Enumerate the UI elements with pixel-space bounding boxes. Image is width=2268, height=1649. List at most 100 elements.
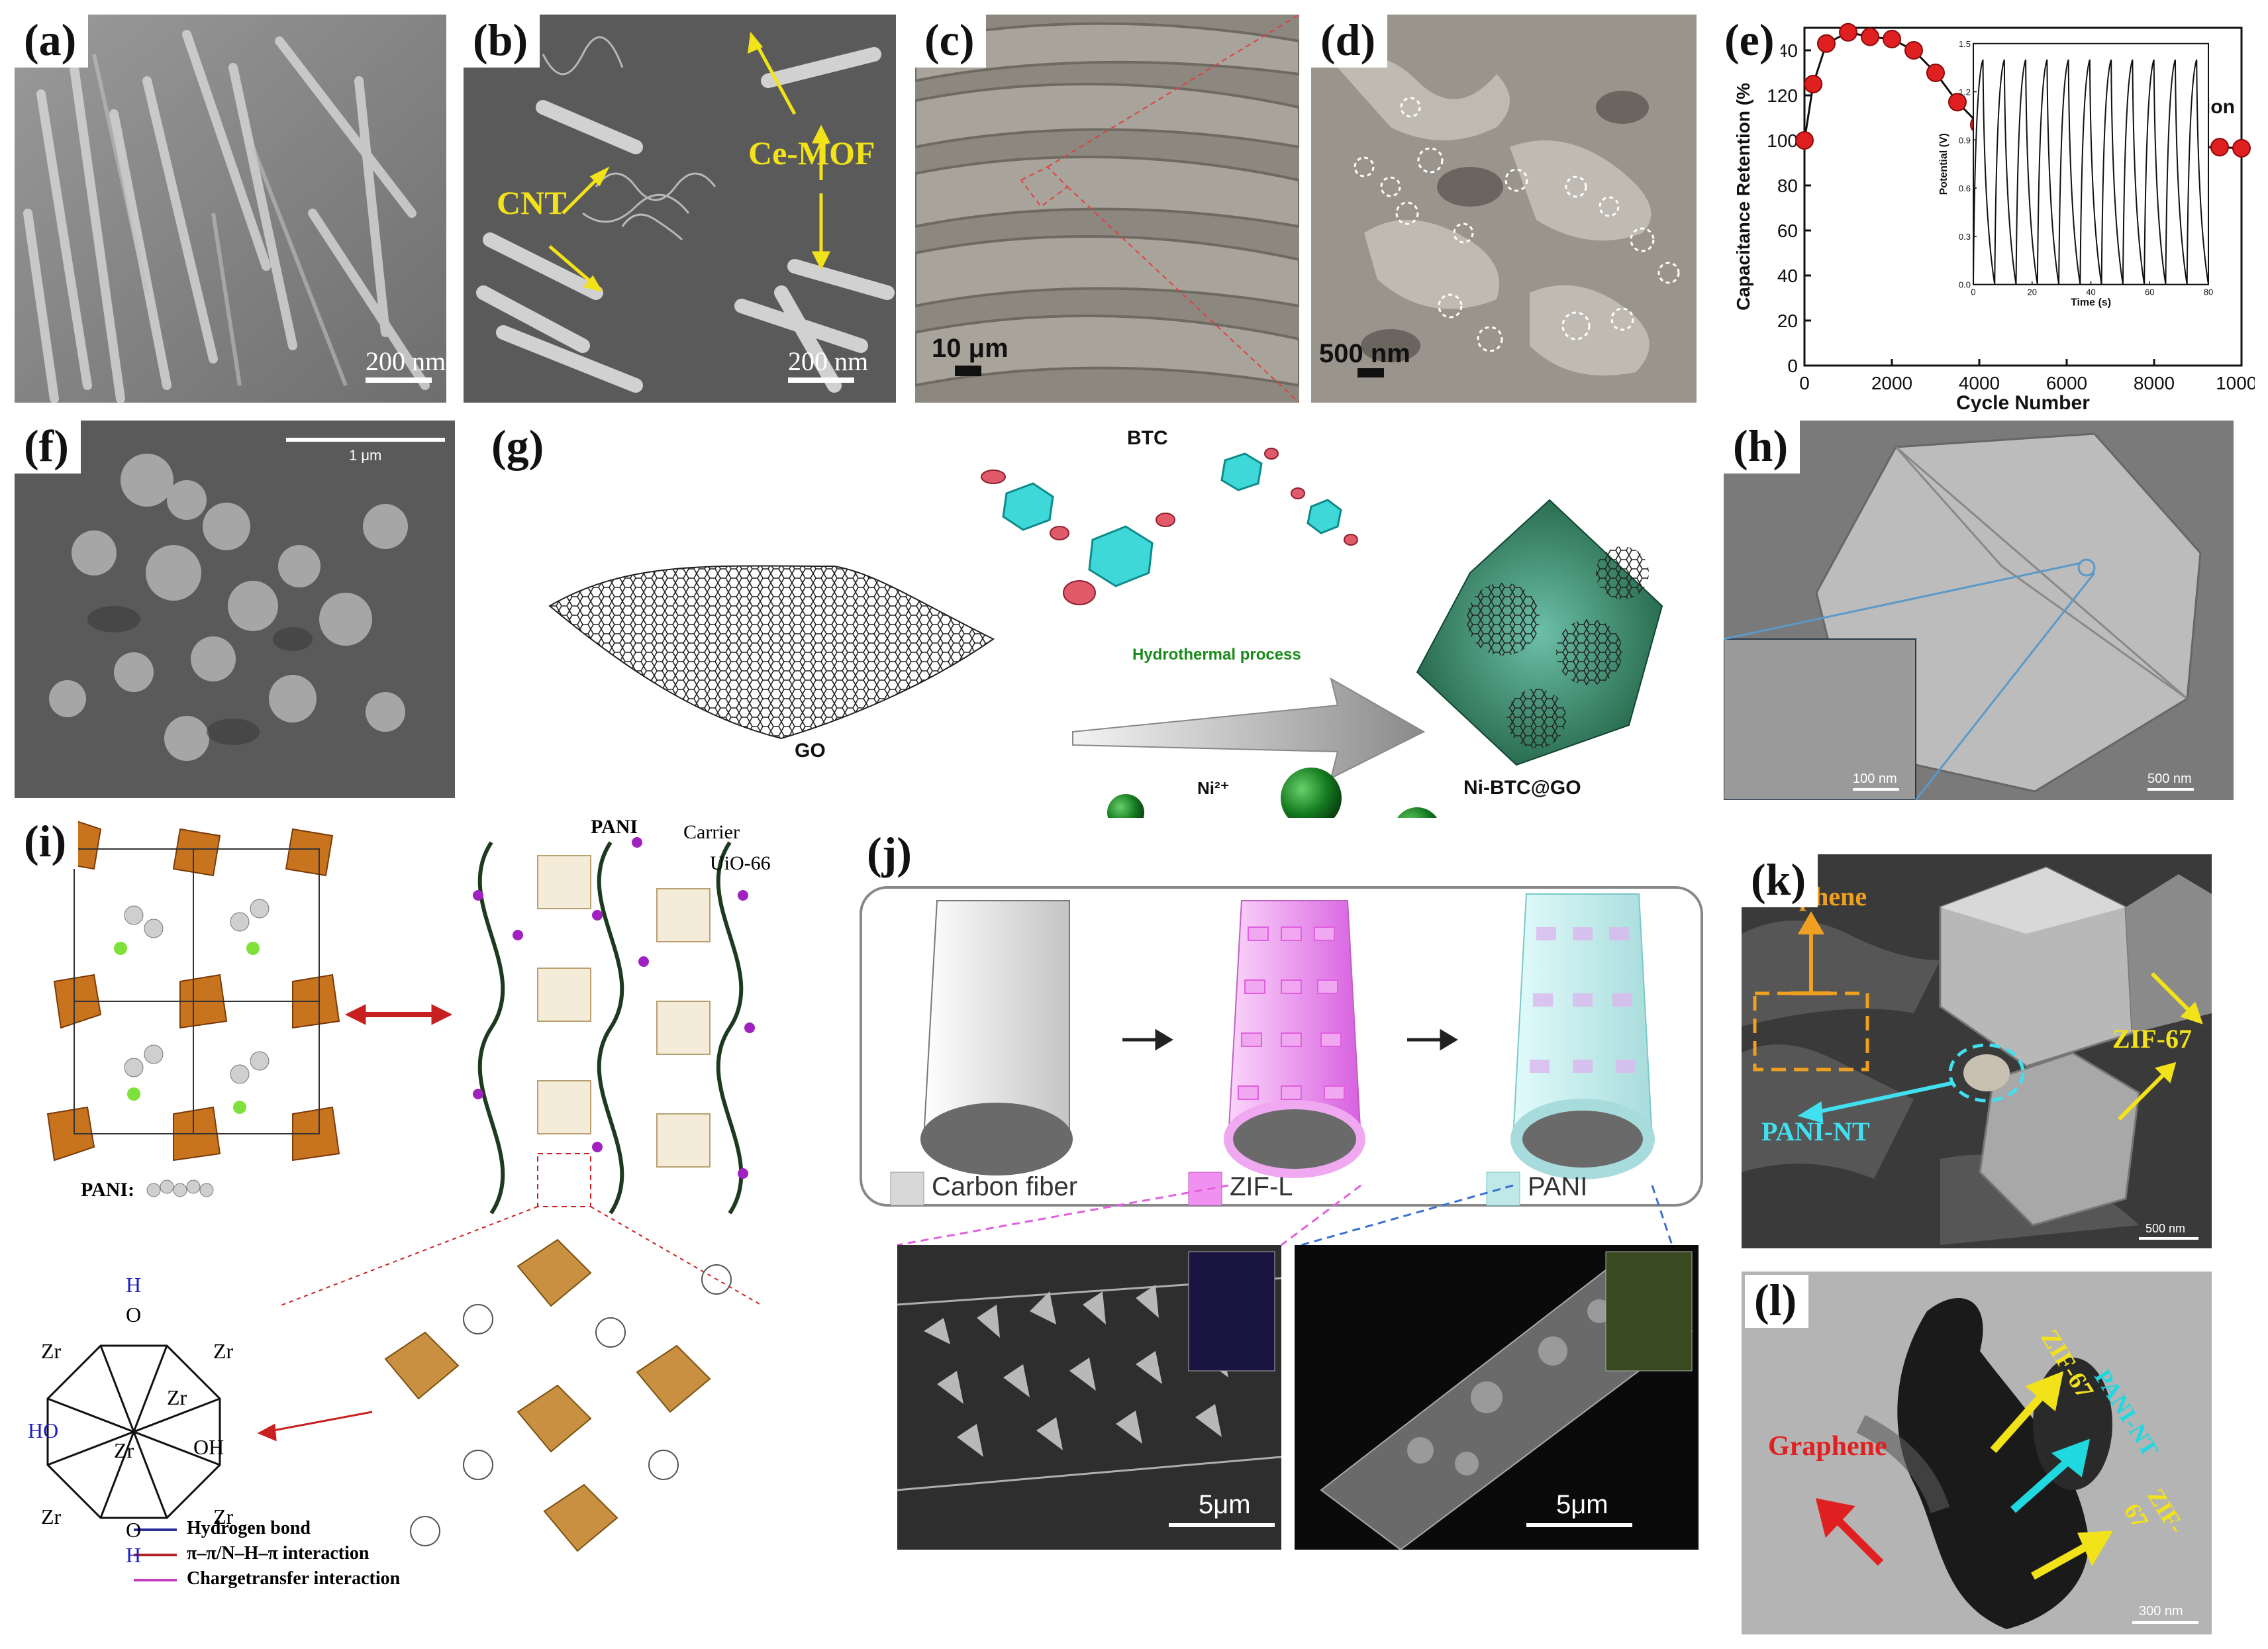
pani-nt-label-k: PANI-NT [1761,1117,1870,1146]
panel-label-c: (c) [915,15,987,68]
x-tick-label: 8000 [2134,373,2175,393]
x-tick-label: 2000 [1871,373,1912,393]
atom-zr-4: Zr [114,1438,134,1462]
pani-uio66-scheme [46,816,764,1581]
arrows-b [548,31,831,292]
carbon-fiber-zif-pani-scheme [860,886,1703,1551]
y-tick-label: 120 [1767,85,1798,106]
panel-a-sem: (a) 200 nm [15,15,446,403]
scale-bar-a [366,377,432,383]
data-point [1904,41,1923,60]
data-point [1861,27,1879,46]
ni-btc-go-synthesis-scheme [548,448,1663,818]
scale-label-j2: 5μm [1556,1490,1608,1519]
sem-fiber-array-image [915,15,1299,403]
panel-c-sem: (c) 10 μm [915,15,1299,403]
y-axis-label: Capacitance Retention (% [1733,83,1753,311]
data-point [1817,34,1836,53]
x-tick-label: 0 [1799,373,1810,393]
panel-label-h: (h) [1724,421,1800,474]
plot-frame [1803,26,2243,367]
pani-top-label: PANI [591,816,638,838]
inset-x-label: Time (s) [2071,297,2111,309]
panel-j-scheme: (j) [858,828,1708,1556]
scale-bar-k [2139,1237,2198,1240]
x-tick-label: 6000 [2046,373,2087,393]
panel-k-sem: (k) Graphene PANI-NT ZIF-67 500 nm [1742,854,2212,1248]
pani-label: PANI [1528,1172,1588,1201]
inset-y-tick-label: 0.3 [1959,232,1971,242]
panel-label-i: (i) [15,816,79,869]
scale-bar-h [2147,788,2194,791]
scale-bar-d [1357,368,1384,377]
scale-label-h: 500 nm [2147,772,2192,786]
atom-zr-6: Zr [213,1505,234,1528]
atom-h-bottom: H [126,1543,142,1567]
panel-label-a: (a) [15,15,89,68]
zif-l-label: ZIF-L [1230,1172,1293,1201]
data-point [1926,64,1945,82]
inset-y-tick-label: 0.9 [1959,135,1971,145]
hydrothermal-arrow [1072,677,1426,779]
inset-y-label: Potential (V) [1938,133,1949,195]
charge-discharge-curve [1973,59,2209,285]
scale-label-k: 500 nm [2145,1222,2186,1235]
atom-o-bottom: O [126,1518,142,1542]
scale-label-c: 10 μm [932,334,1009,363]
cemof-label: Ce-MOF [748,134,875,172]
panel-l-tem: (l) Graphene ZIF-67 PANI-NT ZIF-67 300 n… [1742,1272,2212,1634]
data-point [1839,23,1857,42]
panel-label-d: (d) [1311,15,1388,68]
ni-ions [1107,768,1437,818]
y-tick-label: 20 [1777,311,1798,331]
sem-crystal-image [1724,421,2234,800]
zif67-label-k: ZIF-67 [2112,1024,2192,1054]
atom-zr-1: Zr [41,1339,62,1363]
atom-oh: OH [193,1435,224,1459]
scale-label-f: 1 μm [349,447,382,464]
uio-label: UiO-66 [710,852,771,874]
carbon-fiber-label: Carbon fiber [932,1172,1078,1201]
data-point [1883,30,1901,48]
panel-label-e: (e) [1715,15,1781,68]
panel-h-sem: (h) 100 nm 500 nm [1724,421,2234,800]
y-tick-label: 100 [1767,130,1798,151]
panel-label-f: (f) [15,421,81,474]
data-point [2210,138,2229,157]
data-point [1948,93,1967,112]
sem-porous-image [1311,15,1697,403]
x-axis-label: Cycle Number [1956,392,2090,412]
y-tick-label: 60 [1777,221,1798,241]
panel-label-k: (k) [1742,854,1818,907]
inset-x-tick-label: 80 [2204,287,2213,297]
btc-molecules [1002,452,1342,587]
panel-g-scheme: (g) [464,421,1708,818]
go-label: GO [795,740,826,762]
arrows-k [1753,911,2203,1124]
carrier-label: Carrier [683,821,740,843]
scale-label-j1: 5μm [1199,1490,1251,1519]
panel-label-l: (l) [1745,1275,1809,1328]
sem-nodular-image [15,421,455,798]
legend-pi-pi: π–π/N–H–π interaction [187,1543,370,1564]
panel-label-j: (j) [858,828,924,881]
panel-d-sem: (d) 500 nm [1311,15,1697,403]
inset-y-tick-label: 0.0 [1959,280,1971,290]
process-label: Hydrothermal process [1132,646,1301,664]
y-tick-label: 0 [1787,356,1798,376]
panel-e-chart: 0200040006000800010000020406080100120140… [1715,15,2255,412]
scale-label-a: 200 nm [366,346,446,376]
go-sheet [548,565,995,740]
panel-f-sem: (f) 1 μm [15,421,455,798]
data-point [1804,75,1823,93]
scale-bar-b [788,377,854,383]
graphene-label-l: Graphene [1768,1431,1887,1462]
atom-o-top: O [126,1303,142,1326]
scale-bar-c [955,366,981,376]
atom-h-top: H [126,1273,142,1297]
product-label: Ni-BTC@GO [1463,777,1581,799]
ni-label: Ni²⁺ [1197,778,1230,798]
inset-frame [1973,42,2209,285]
panel-label-b: (b) [464,15,540,68]
